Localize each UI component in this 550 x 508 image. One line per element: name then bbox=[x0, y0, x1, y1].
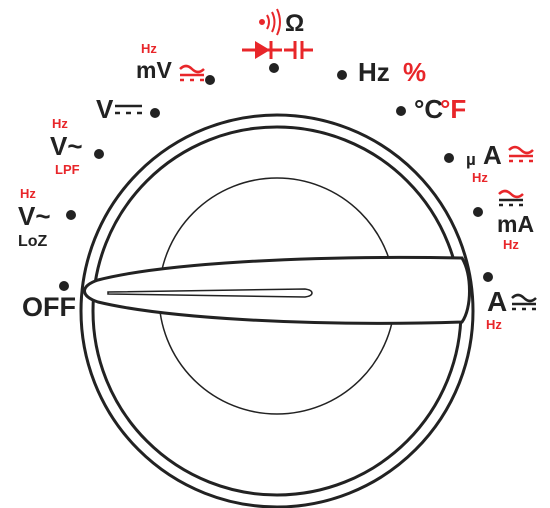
position-dot-off[interactable] bbox=[59, 281, 69, 291]
ua-hz-label: Hz bbox=[472, 170, 488, 185]
v-loz-sub-label: LoZ bbox=[18, 233, 48, 250]
dc-line-icon bbox=[115, 104, 142, 115]
pointer-indicator-line bbox=[107, 288, 313, 298]
v-loz-hz-label: Hz bbox=[20, 186, 36, 201]
position-dot-hz[interactable] bbox=[337, 70, 347, 80]
position-dot-v-loz[interactable] bbox=[66, 210, 76, 220]
mv-hz-label: Hz bbox=[141, 41, 157, 56]
continuity-icon bbox=[259, 8, 281, 36]
position-dot-mv[interactable] bbox=[205, 75, 215, 85]
capacitor-icon bbox=[284, 41, 313, 59]
v-dc-main-label: V bbox=[96, 94, 114, 124]
mv-main-label: mV bbox=[136, 57, 172, 83]
ac-dc-icon-a bbox=[511, 293, 537, 311]
ua-prefix-label: µ bbox=[466, 150, 476, 169]
v-ac-hz-label: Hz bbox=[52, 116, 68, 131]
position-dot-ohm[interactable] bbox=[269, 63, 279, 73]
ac-dc-icon-mv bbox=[179, 64, 205, 82]
off-label: OFF bbox=[22, 292, 76, 322]
hz-percent-label: % bbox=[403, 57, 427, 87]
diode-icon bbox=[242, 41, 282, 59]
position-dot-ma[interactable] bbox=[473, 207, 483, 217]
v-ac-sub-label: LPF bbox=[55, 162, 80, 177]
ac-dc-icon-ua bbox=[508, 145, 534, 163]
position-dot-a[interactable] bbox=[483, 272, 493, 282]
hz-main-label: Hz bbox=[358, 57, 390, 87]
a-hz-label: Hz bbox=[486, 317, 502, 332]
ma-hz-label: Hz bbox=[503, 237, 519, 252]
position-dot-temp[interactable] bbox=[396, 106, 406, 116]
v-ac-main-label: V~ bbox=[50, 131, 83, 161]
ua-main-label: A bbox=[483, 140, 502, 170]
ma-main-label: mA bbox=[497, 211, 535, 237]
ohm-symbol: Ω bbox=[285, 10, 305, 37]
temp-c-label: °C bbox=[414, 94, 444, 124]
v-loz-main-label: V~ bbox=[18, 201, 51, 231]
position-dot-v-ac[interactable] bbox=[94, 149, 104, 159]
ac-dc-icon-ma bbox=[498, 189, 524, 207]
a-main-label: A bbox=[487, 286, 508, 317]
temp-f-label: °F bbox=[440, 94, 467, 124]
position-dot-ua[interactable] bbox=[444, 153, 454, 163]
position-dot-v-dc[interactable] bbox=[150, 108, 160, 118]
